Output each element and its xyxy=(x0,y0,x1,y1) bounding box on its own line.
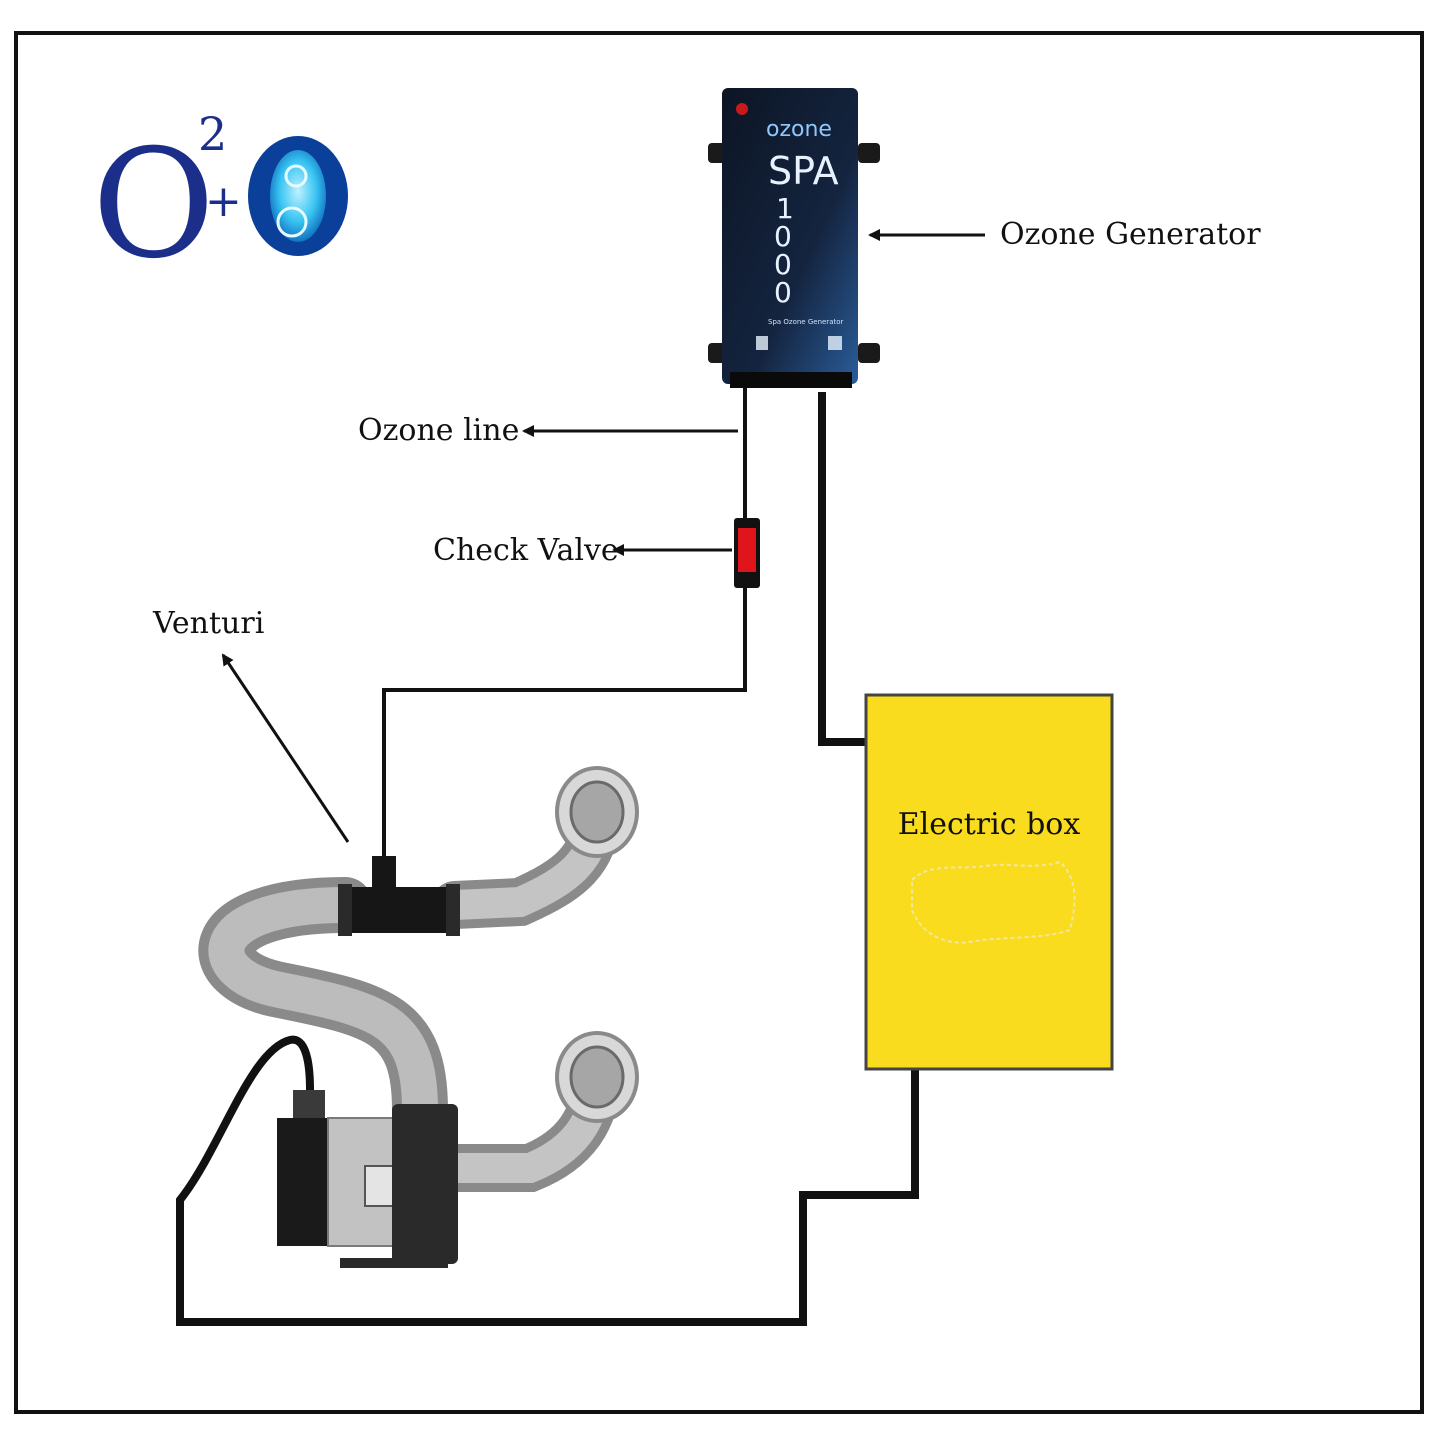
pump-connector xyxy=(293,1090,325,1120)
jet-nozzle xyxy=(569,780,625,844)
generator-subtitle: Spa Ozone Generator xyxy=(768,318,844,326)
generator-body xyxy=(722,88,858,384)
check-valve-window xyxy=(738,528,756,572)
generator-digit: 0 xyxy=(774,248,792,281)
arrow-venturi xyxy=(221,653,350,843)
venturi-stem xyxy=(372,856,396,892)
venturi-body xyxy=(338,887,460,933)
ozone-generator: ozone SPA 1 0 0 0 Spa Ozone Generator xyxy=(708,88,880,388)
venturi-collar xyxy=(446,884,460,936)
logo-big-o: O xyxy=(92,118,215,292)
mount-tab xyxy=(858,143,880,163)
diagram-frame xyxy=(14,31,1424,1414)
label-check-valve: Check Valve xyxy=(433,533,619,568)
pump-power-wire xyxy=(176,1035,919,1326)
electric-box: Electric box xyxy=(864,693,1114,1071)
mount-tab xyxy=(858,343,880,363)
label-ozone-line: Ozone line xyxy=(358,413,519,448)
logo-plus: + xyxy=(205,176,242,227)
pump-motor xyxy=(277,1118,333,1246)
electric-box-decoration xyxy=(911,860,1076,944)
generator-power-wire xyxy=(818,392,868,746)
electric-box-label: Electric box xyxy=(898,807,1081,842)
pump-wet-end xyxy=(392,1104,458,1264)
generator-brand: ozone xyxy=(766,117,832,142)
annotation-arrows xyxy=(221,229,985,843)
logo-superscript-2: 2 xyxy=(198,107,227,161)
wiring xyxy=(176,388,919,1326)
spa-jet-lower xyxy=(555,1031,639,1123)
generator-digit: 0 xyxy=(774,276,792,309)
label-venturi: Venturi xyxy=(152,606,264,641)
check-valve xyxy=(734,518,760,588)
electric-box-body xyxy=(864,693,1114,1071)
generator-logo-badge-icon xyxy=(828,336,842,350)
ozone-line-lower xyxy=(382,588,747,860)
generator-logo-badge-icon xyxy=(756,336,768,350)
jet-nozzle xyxy=(569,1045,625,1109)
label-ozone-generator: Ozone Generator xyxy=(1000,217,1261,252)
venturi-collar xyxy=(338,884,352,936)
bubble-icon xyxy=(276,206,308,238)
pump-base xyxy=(340,1258,448,1268)
generator-digit: 1 xyxy=(776,192,794,225)
hose-upper-left-highlight xyxy=(208,887,438,1128)
venturi-injector xyxy=(338,856,460,936)
spa-pump xyxy=(277,1090,458,1268)
power-indicator-icon xyxy=(736,103,748,115)
o2-plus-o-logo: O 2 + xyxy=(92,107,348,292)
logo-bubble-o-inner xyxy=(270,150,326,242)
generator-bottom-base xyxy=(730,372,852,388)
generator-model: SPA xyxy=(768,149,839,193)
bubble-icon xyxy=(284,164,308,188)
generator-digit: 0 xyxy=(774,220,792,253)
spa-jet-upper xyxy=(555,766,639,858)
